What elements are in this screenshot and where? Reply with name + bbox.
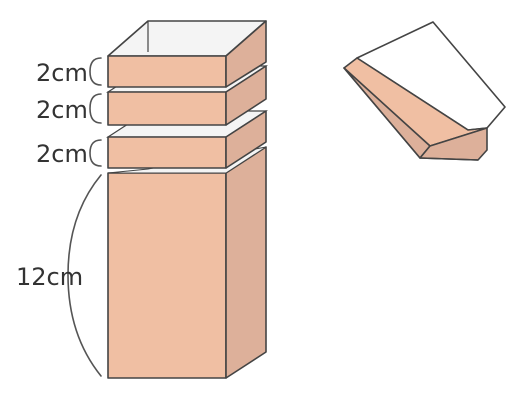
brace-base [67,174,102,377]
brace-ring-top [89,57,102,86]
ring-bottom-front-face [107,136,227,169]
tilted-long-edge [343,67,421,159]
label-base: 12cm [16,263,83,291]
ring-top-front-face [107,55,227,88]
tilted-bottom-edge [419,157,479,161]
ring-bottom-side-face [225,110,267,169]
label-ring-top: 2cm [36,59,88,87]
label-ring-middle: 2cm [36,96,88,124]
tilted-piece [343,21,506,161]
ring-top-side-face [225,20,267,88]
ring-middle-front-face [107,91,227,126]
base-side-face [225,146,267,379]
base-front-face [107,172,227,379]
ring-top [107,20,267,88]
label-ring-bottom: 2cm [36,140,88,168]
base-prism [107,146,267,379]
brace-ring-middle [89,93,102,124]
ring-middle-side-face [225,65,267,126]
brace-ring-bottom [89,139,102,167]
